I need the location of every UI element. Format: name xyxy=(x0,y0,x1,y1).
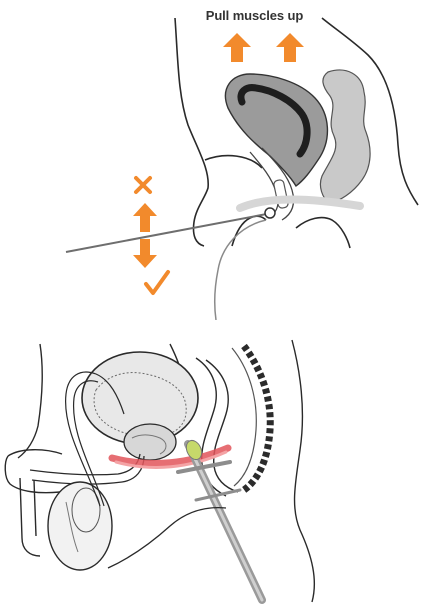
testis xyxy=(48,482,112,570)
male-pelvis-drawing xyxy=(0,330,429,606)
cross-icon xyxy=(136,178,150,192)
perineum-outline xyxy=(108,508,226,568)
device-cable xyxy=(215,220,266,320)
up-arrow-left-icon xyxy=(223,33,251,62)
up-arrow-small-icon xyxy=(133,203,157,232)
checkmark-icon xyxy=(146,272,168,293)
bladder-shape xyxy=(225,74,327,186)
rectum-shape xyxy=(320,70,370,204)
sacrum xyxy=(232,346,270,490)
male-pelvis-diagram xyxy=(0,330,429,606)
pelvic-cross-section-drawing xyxy=(0,0,429,320)
pelvic-floor-band xyxy=(240,200,360,209)
pelvic-floor-diagram: Pull muscles up xyxy=(0,0,429,320)
prostate xyxy=(124,424,176,460)
up-arrow-right-icon xyxy=(276,33,304,62)
down-arrow-small-icon xyxy=(133,239,157,268)
